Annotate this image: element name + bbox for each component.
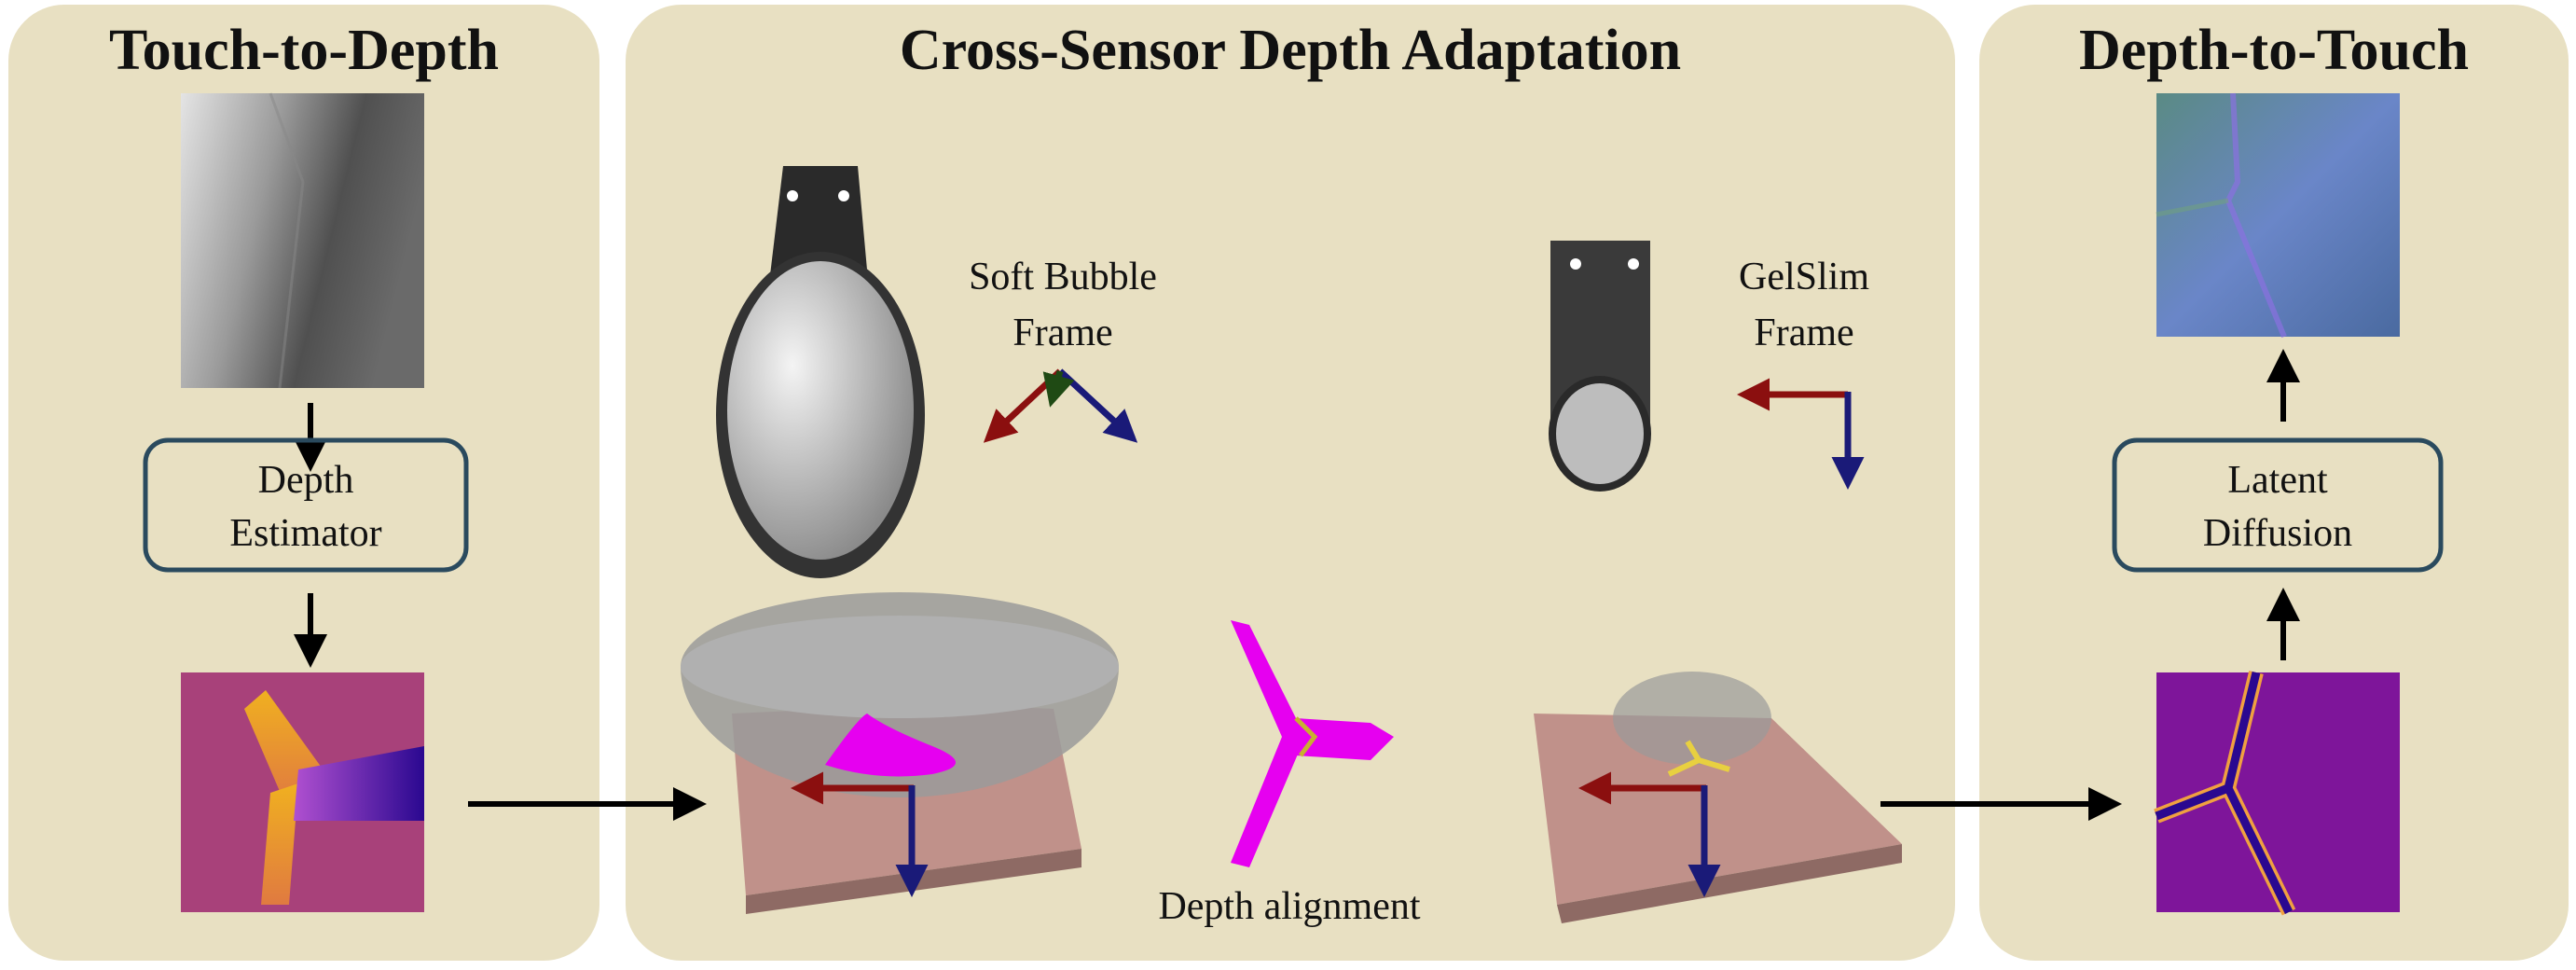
panel-depth-to-touch bbox=[1979, 5, 2569, 961]
depth-estimator-line1: Depth bbox=[258, 459, 354, 502]
soft-bubble-axes-icon bbox=[983, 368, 1138, 443]
title-depth-to-touch: Depth-to-Touch bbox=[2079, 19, 2469, 82]
bubble-contact-scene bbox=[681, 592, 1119, 914]
latent-diffusion-line2: Diffusion bbox=[2203, 512, 2352, 555]
estimated-depth-map bbox=[181, 672, 424, 912]
gelslim-depth-map bbox=[2154, 671, 2400, 916]
generated-tactile-image bbox=[2156, 92, 2400, 339]
latent-diffusion-box bbox=[2112, 437, 2444, 573]
title-touch-to-depth: Touch-to-Depth bbox=[109, 19, 499, 82]
gelslim-axes-icon bbox=[1737, 378, 1865, 490]
soft-bubble-label-line2: Frame bbox=[1012, 312, 1112, 354]
soft-bubble-sensor bbox=[716, 166, 925, 578]
gelslim-label-line1: GelSlim bbox=[1739, 256, 1869, 298]
point-cloud-alignment bbox=[1231, 620, 1394, 867]
gelslim-sensor bbox=[1549, 241, 1651, 492]
panel-touch-to-depth bbox=[8, 5, 599, 961]
tactile-image-input bbox=[181, 92, 424, 389]
depth-alignment-label: Depth alignment bbox=[1158, 885, 1420, 928]
depth-estimator-line2: Estimator bbox=[229, 512, 381, 555]
soft-bubble-label-line1: Soft Bubble bbox=[969, 256, 1157, 298]
gelslim-contact-scene bbox=[1534, 672, 1902, 923]
gelslim-label-line2: Frame bbox=[1754, 312, 1853, 354]
latent-diffusion-line1: Latent bbox=[2227, 459, 2328, 502]
title-cross-sensor: Cross-Sensor Depth Adaptation bbox=[900, 19, 1681, 82]
depth-estimator-box bbox=[143, 437, 469, 573]
